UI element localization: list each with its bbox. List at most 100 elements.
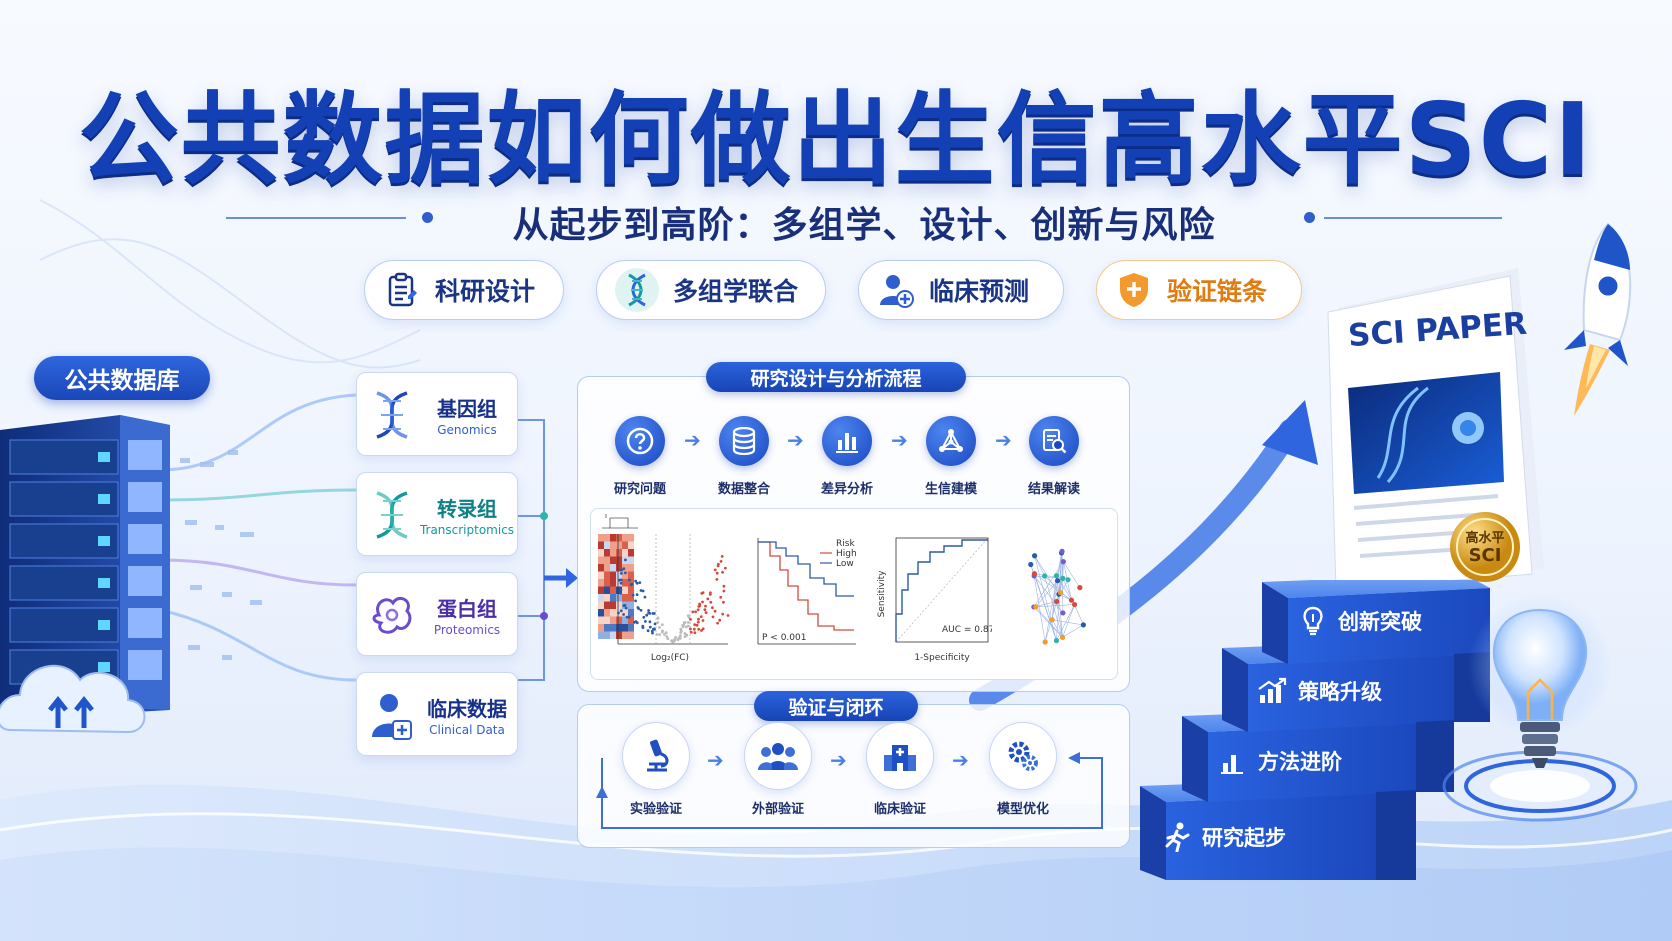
km-legend-high: High	[836, 549, 857, 559]
validation-step-external[interactable]: 外部验证	[718, 722, 838, 817]
volcano-point	[689, 618, 692, 621]
volcano-point	[692, 627, 696, 631]
volcano-point	[709, 600, 713, 604]
flow-step-interpretation[interactable]: 结果解读	[999, 416, 1109, 497]
validation-step-clinical[interactable]: 临床验证	[840, 722, 960, 817]
flow-step-bioinformatics-modeling[interactable]: 生信建模	[896, 416, 1006, 497]
network-node	[1031, 571, 1038, 577]
pill-label: 科研设计	[435, 277, 536, 306]
pill-validation-chain[interactable]: 验证链条	[1096, 260, 1302, 320]
network-node	[1059, 548, 1065, 554]
flow-arrow-icon: ➔	[707, 748, 724, 772]
flow-step-label: 数据整合	[717, 482, 770, 497]
omics-english: Proteomics	[433, 623, 501, 637]
pill-multiomics[interactable]: 多组学联合	[596, 260, 826, 320]
volcano-point	[722, 584, 726, 588]
volcano-point	[629, 583, 633, 587]
pill-label: 多组学联合	[673, 277, 799, 306]
heatmap-cell	[616, 541, 622, 549]
omics-card-proteomics[interactable]: 蛋白组 Proteomics	[356, 572, 518, 656]
volcano-point	[661, 629, 664, 633]
volcano-point	[641, 589, 645, 593]
heatmap-cell	[628, 534, 634, 542]
network-node	[1042, 639, 1048, 645]
heatmap-cell	[628, 586, 634, 594]
network-node	[1054, 578, 1061, 584]
network-edge	[1056, 601, 1063, 638]
km-legend-title: Risk	[836, 539, 855, 549]
gear-icon	[989, 722, 1057, 790]
omics-english: Genomics	[437, 423, 497, 437]
volcano-point	[622, 613, 625, 616]
heatmap-cell	[622, 586, 628, 594]
volcano-point	[711, 606, 714, 610]
network-node	[1031, 553, 1038, 559]
bar-chart-icon	[822, 416, 872, 466]
flow-step-label: 差异分析	[820, 482, 873, 497]
subtitle-divider-left	[226, 217, 406, 219]
heatmap-cell	[610, 609, 616, 617]
heatmap-cell	[616, 624, 622, 632]
volcano-point	[700, 629, 703, 632]
heatmap-cell	[628, 594, 634, 602]
heatmap-cell	[616, 586, 622, 594]
flow-step-data-integration[interactable]: 数据整合	[689, 416, 799, 497]
omics-connector	[518, 419, 578, 681]
validation-step-experimental[interactable]: 实验验证	[596, 722, 716, 817]
pill-research-design[interactable]: 科研设计	[364, 260, 564, 320]
validation-step-model-optimization[interactable]: 模型优化	[963, 722, 1083, 817]
pill-clinical-prediction[interactable]: 临床预测	[858, 260, 1064, 320]
heatmap-cell	[604, 601, 610, 609]
omics-name: 临床数据	[427, 697, 507, 721]
network-node	[1042, 573, 1048, 579]
server-rack-illustration	[0, 415, 170, 734]
heatmap-cell	[628, 601, 634, 609]
network-node	[1060, 559, 1066, 565]
heatmap-cell	[598, 541, 604, 549]
volcano-point	[706, 597, 710, 601]
volcano-point	[619, 581, 623, 585]
volcano-point	[686, 621, 690, 624]
volcano-point	[642, 615, 646, 619]
volcano-point	[685, 633, 689, 637]
dna-icon	[615, 268, 659, 312]
flow-step-label: 生信建模	[924, 482, 977, 497]
volcano-point	[674, 636, 678, 639]
omics-card-clinical-data[interactable]: 临床数据 Clinical Data	[356, 672, 518, 756]
heatmap-cell	[598, 571, 604, 579]
workflow-title: 研究设计与分析流程	[706, 362, 966, 392]
heatmap-cell	[610, 564, 616, 572]
volcano-point	[663, 633, 666, 636]
heatmap-cell	[598, 549, 604, 557]
heatmap-cell	[598, 564, 604, 572]
heatmap-cell	[604, 586, 610, 594]
volcano-point	[687, 616, 691, 619]
network-node	[1053, 573, 1060, 579]
volcano-point	[631, 593, 635, 597]
volcano-point	[683, 621, 687, 624]
volcano-points	[617, 555, 730, 644]
network-node	[1060, 575, 1066, 581]
omics-name: 基因组	[437, 397, 497, 421]
volcano-point	[699, 615, 703, 618]
pill-label: 验证链条	[1167, 277, 1268, 306]
flow-arrow-icon: ➔	[891, 428, 908, 452]
page-title: 公共数据如何做出生信高水平SCI	[78, 81, 1594, 198]
flow-step-question[interactable]: 研究问题	[585, 416, 695, 497]
heatmap-cell	[598, 579, 604, 587]
volcano-point	[633, 620, 636, 624]
volcano-point	[648, 620, 652, 624]
volcano-point	[645, 613, 649, 617]
omics-card-transcriptomics[interactable]: 转录组 Transcriptomics	[356, 472, 518, 556]
flow-arrow-icon: ➔	[787, 428, 804, 452]
volcano-point	[656, 621, 660, 624]
clipboard-icon	[383, 271, 421, 309]
flow-step-differential-analysis[interactable]: 差异分析	[792, 416, 902, 497]
omics-card-genomics[interactable]: 基因组 Genomics	[356, 372, 518, 456]
km-legend-low: Low	[836, 559, 854, 569]
network-node	[1068, 597, 1075, 603]
heatmap-cell	[598, 594, 604, 602]
volcano-point	[693, 623, 697, 627]
heatmap-cell	[604, 616, 610, 624]
volcano-point	[620, 572, 623, 575]
